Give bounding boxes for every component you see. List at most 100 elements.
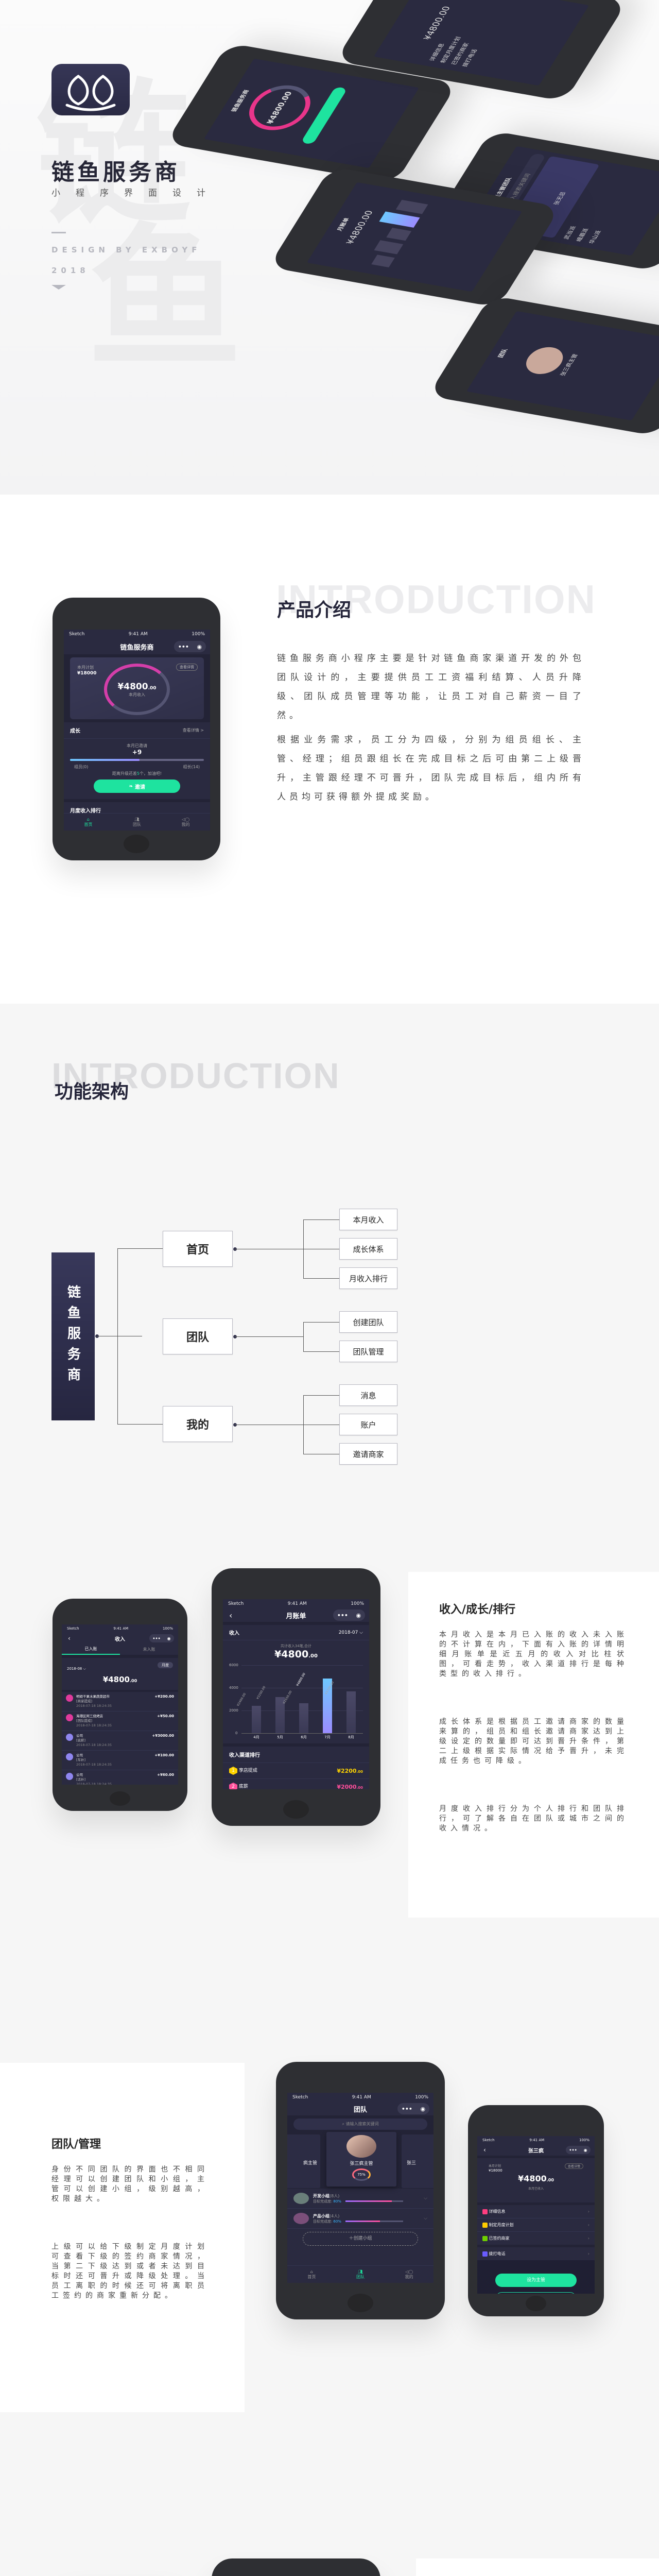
list-item[interactable]: 公司[话补]2018-07-18 18:24:35 +¥60.00 [62,1770,178,1785]
manager-card-active[interactable]: 张三疯主管 75% [326,2132,396,2187]
home-button [124,835,149,853]
chart-bar-highlighted[interactable] [323,1679,332,1733]
diagram-leaf: 成长体系 [339,1238,397,1260]
more-icon[interactable]: ••• [152,1636,161,1641]
more-icon[interactable]: ••• [569,2147,577,2153]
list-item[interactable]: 公司[底薪]2018-07-18 18:24:35 +¥3000.00 [62,1731,178,1751]
mini-program-capsule[interactable]: ••• ◉ [333,1609,365,1621]
close-target-icon[interactable]: ◉ [197,643,202,650]
back-icon[interactable]: ‹ [68,1635,71,1642]
diagram-leaf: 本月收入 [339,1209,397,1230]
list-item[interactable]: 明硕干果水果蔬菜超市[商家提成]2018-07-18 18:24:35 +¥20… [62,1692,178,1711]
edit-icon [482,2222,488,2228]
manager-card[interactable]: 疯主管 [287,2134,320,2188]
app-logo [51,64,130,115]
create-group-button[interactable]: ＋创建小组 [303,2232,418,2246]
back-icon[interactable]: ‹ [483,2146,486,2154]
menu-item-plan[interactable]: 制定月度计划› [477,2218,595,2232]
view-details-button[interactable]: 查看详情 [176,664,198,671]
scroll-down-icon[interactable] [51,285,66,290]
menu-item-merchants[interactable]: 已签约商家› [477,2232,595,2245]
tab-pending[interactable]: 未入账 [143,1647,155,1652]
home-button [283,1800,309,1819]
rank-row[interactable]: 2 底薪 ¥2000.00 [223,1779,369,1789]
income-list: 明硕干果水果蔬菜超市[商家提成]2018-07-18 18:24:35 +¥20… [62,1692,178,1785]
chevron-down-icon[interactable]: ⌵ [424,2216,427,2221]
design-year: 2018 [51,266,90,275]
diagram-node-team: 团队 [163,1318,233,1354]
designer-credit: DESIGN BY EXBOYF [51,245,201,255]
tab-team[interactable]: 👥︎团队 [356,2269,365,2279]
close-target-icon[interactable]: ◉ [420,2105,426,2112]
tab-home[interactable]: ⌂首页 [307,2269,316,2279]
hero-section: 链 鱼 链鱼服务商 小程序界面设计 DESIGN BY EXBOYF 2018 … [0,0,659,495]
mini-program-capsule[interactable]: ••• ◉ [566,2146,591,2154]
tab-mine[interactable]: ◁◯我的 [405,2269,413,2279]
invite-button[interactable]: ❧ 邀请 [94,779,180,793]
search-input[interactable]: ⌕ 请输入搜索关键词 [293,2119,427,2130]
monthly-rank-title: 月度收入排行 [70,808,101,814]
card-paragraph: 上级可以给下级制定月度计划可查看下级的签约商家情况，当第二下级达到或者未达到目标… [51,2243,209,2300]
more-icon[interactable]: ••• [178,643,189,650]
tab-mine[interactable]: ◁◯我的 [181,817,190,827]
month-picker[interactable]: 2018-07 ⌵ [338,1630,363,1635]
chart-bar[interactable] [299,1703,308,1733]
team-description-card: 团队/管理 身份不同团队的界面也不相同经理可以创建团队和小组，主管可以创建小组，… [0,2063,245,2412]
tab-home[interactable]: ⌂首页 [84,817,93,827]
group-row[interactable]: 产品小组(4人) 目标完成度:60% ⌵ [287,2209,433,2229]
menu-item-call[interactable]: 拨打电话› [477,2247,595,2260]
plus-icon: ＋ [349,2236,354,2241]
diagram-leaf: 月收入排行 [339,1267,397,1289]
mini-program-capsule[interactable]: ••• ◉ [397,2103,429,2114]
income-description-card: 收入/成长/排行 本月收入是本月已入账的收入未入账的不计算在内，下面有入账的详情… [408,1572,659,1918]
completion-ring: 75% [352,2168,371,2181]
chevron-down-icon[interactable]: ⌵ [424,2196,427,2201]
app-title: 链鱼服务商 [51,159,180,185]
section-title: 产品介绍 [277,600,352,621]
chart-bar[interactable] [346,1691,356,1733]
group-row[interactable]: 开发小组(8人) 目标完成度:80% ⌵ [287,2189,433,2209]
mini-program-capsule[interactable]: ••• ◉ [174,641,206,652]
more-icon[interactable]: ••• [337,1612,348,1619]
search-icon: ⌕ [342,2122,346,2126]
close-target-icon[interactable]: ◉ [583,2147,587,2153]
tab-team[interactable]: 👥︎团队 [132,817,141,827]
back-icon[interactable]: ‹ [229,1610,233,1620]
divider [51,232,66,233]
home-screen: Sketch 9:41 AM 100% 链鱼服务商 •••◉ 本月计划 ¥180… [64,630,210,831]
close-target-icon[interactable]: ◉ [356,1612,361,1619]
diagram-leaf: 创建团队 [339,1311,397,1333]
promote-button[interactable]: 设为主管 [495,2274,577,2287]
growth-details-link[interactable]: 查看详情 > [182,728,204,733]
nav-bar: ‹ 张三疯 •••◉ [477,2144,595,2156]
chart-bar[interactable] [275,1697,285,1733]
avatar [293,2193,309,2204]
period-toggle[interactable]: 月度 [158,1662,173,1668]
date-picker[interactable]: 2018-08 [67,1667,82,1671]
chart-bar[interactable] [252,1706,261,1733]
list-item[interactable]: 公司[车补]2018-07-18 18:24:35 +¥100.00 [62,1751,178,1770]
view-details-button[interactable]: 查看详情 [564,2163,583,2169]
manager-carousel[interactable]: 疯主管 张三疯主管 75% 张三 [287,2132,433,2189]
mini-program-capsule[interactable]: ••• ◉ [149,1634,174,1642]
rank-row[interactable]: 1 享店提成 ¥2200.00 [223,1763,369,1779]
info-icon [482,2209,488,2214]
diagram-node-mine: 我的 [163,1406,233,1442]
ribbon-icon [66,1753,73,1760]
card-paragraph: 月度收入排行分为个人排行和团队排行，可了解各自在团队或城市之间的收入情况。 [439,1805,628,1833]
menu-item-details[interactable]: 详细信息› [477,2205,595,2218]
manager-card[interactable]: 张三 [402,2134,433,2188]
close-target-icon[interactable]: ◉ [167,1636,171,1641]
diagram-leaf: 账户 [339,1414,397,1435]
tab-posted[interactable]: 已入账 [62,1644,120,1655]
revoke-button[interactable]: 撤销组长 [495,2292,577,2294]
nav-bar: 链鱼服务商 •••◉ [64,639,210,654]
list-item[interactable]: 海港区阿三烧烤店[团队提成]2018-07-18 18:24:35 +¥50.0… [62,1711,178,1731]
more-icon[interactable]: ••• [401,2105,412,2112]
